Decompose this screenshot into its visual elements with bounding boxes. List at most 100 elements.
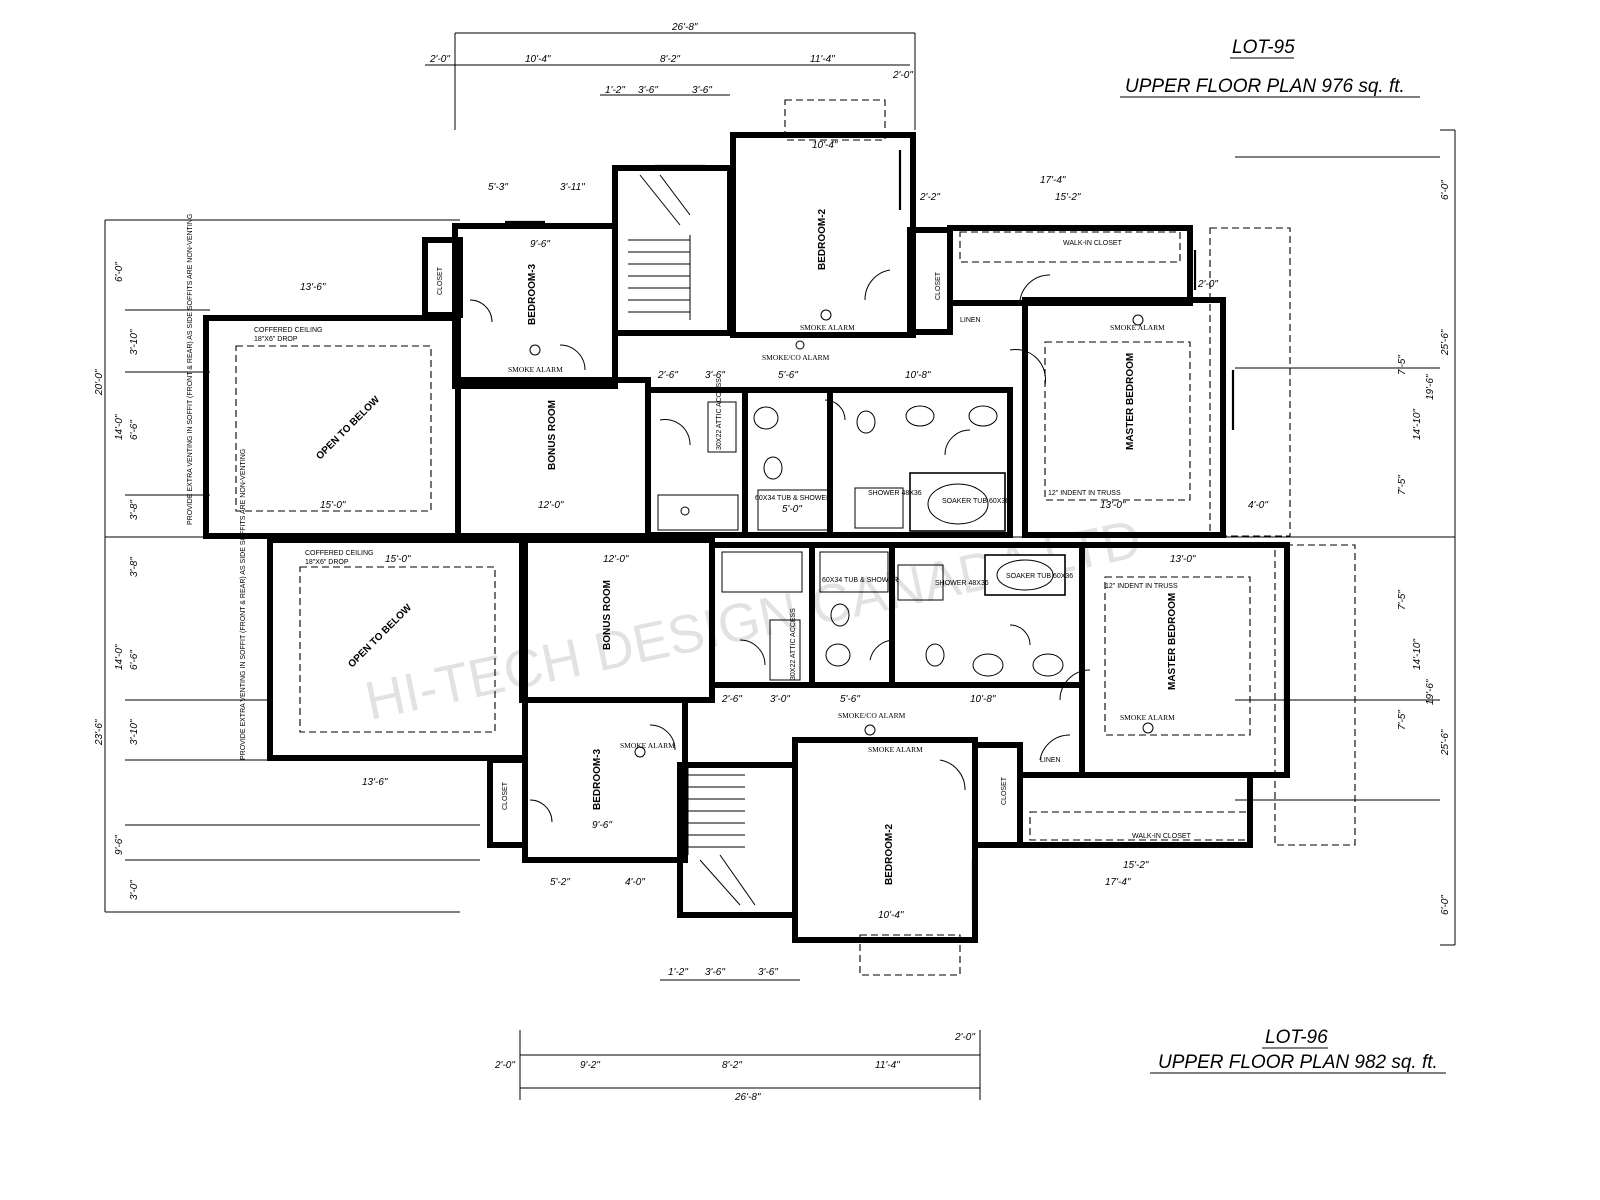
dim-right-t3: 19'-6"	[1425, 374, 1436, 400]
dim-right-b3: 19'-6"	[1425, 679, 1436, 705]
dim-top-d3: 8'-2"	[660, 54, 680, 65]
dim-left-b6: 9'-6"	[114, 835, 125, 855]
dim-top-c2: 2'-2"	[919, 192, 940, 203]
dims-top: 26'-8" 2'-0" 10'-4" 8'-2" 11'-4" 2'-0" 1…	[300, 22, 1268, 515]
dims-right: 6'-0" 25'-6" 19'-6" 7'-5" 14'-10" 7'-5" …	[1397, 180, 1451, 915]
lot95-drop: 18"X6" DROP	[254, 336, 298, 343]
dim-top-d5: 2'-0"	[892, 70, 913, 81]
lot95-smoke-alarm-1: SMOKE ALARM	[508, 365, 563, 374]
dim-bottom-b3w: 9'-6"	[592, 820, 612, 831]
lot96-labels: BEDROOM-2 BEDROOM-3 BONUS ROOM MASTER BE…	[240, 449, 1192, 885]
lot95-attic: 30X22 ATTIC ACCESS	[716, 378, 723, 450]
dim-bottom-bonus: 12'-0"	[603, 554, 629, 565]
dim-top-r2: 3'-11"	[560, 182, 585, 193]
dim-top-c1: 2'-0"	[1197, 279, 1218, 290]
dim-top-a4: 10'-8"	[905, 370, 931, 381]
dim-bottom-d2: 9'-2"	[580, 1060, 600, 1071]
lot95-smoke-symbols	[529, 309, 1144, 356]
dim-left-b5: 23'-6"	[94, 719, 105, 746]
dim-right-t5: 14'-10"	[1412, 409, 1423, 440]
dim-bottom-d4: 11'-4"	[875, 1060, 900, 1071]
dim-top-a2: 3'-6"	[705, 370, 725, 381]
dim-right-t4: 7'-5"	[1397, 355, 1408, 375]
dim-top-a1: 2'-6"	[657, 370, 678, 381]
dim-left-b3: 6'-6"	[129, 650, 140, 670]
dim-top-d2: 10'-4"	[525, 54, 551, 65]
lot95-soaker: SOAKER TUB 60X36	[942, 498, 1009, 505]
lot95-indent: 12" INDENT IN TRUSS	[1048, 490, 1121, 497]
lot95-closet-2: CLOSET	[935, 271, 942, 300]
lot96-smoke-alarm-2: SMOKE ALARM	[868, 745, 923, 754]
dim-right-b2: 14'-10"	[1412, 639, 1423, 670]
dim-bottom-mst1: 17'-4"	[1105, 877, 1131, 888]
dim-bottom-open2: 15'-0"	[385, 554, 411, 565]
lot96-smoke-co-alarm: SMOKE/CO ALARM	[838, 711, 906, 720]
dim-top-mst3: 13'-0"	[1100, 500, 1126, 511]
dim-top-c3: 4'-0"	[1248, 500, 1268, 511]
lot96-walkin-closet: WALK-IN CLOSET	[1132, 833, 1192, 840]
dim-top-mst1: 17'-4"	[1040, 175, 1066, 186]
dim-bottom-a2: 3'-0"	[770, 694, 790, 705]
dim-top-d4: 11'-4"	[810, 54, 835, 65]
lot95-shower: SHOWER 48X36	[868, 490, 922, 497]
lot95-smoke-alarm-2: SMOKE ALARM	[800, 323, 855, 332]
dim-left-t4: 14'-0"	[114, 414, 125, 440]
lot95-plan-label: UPPER FLOOR PLAN 976 sq. ft.	[1125, 76, 1405, 97]
lot95-label: LOT-95	[1232, 37, 1295, 58]
lot95-coffered: COFFERED CEILING	[254, 327, 322, 334]
lot96-venting-note: PROVIDE EXTRA VENTING IN SOFFIT (FRONT &…	[240, 449, 247, 760]
dim-right-b6: 6'-0"	[1440, 895, 1451, 915]
dim-bottom-r1: 5'-2"	[550, 877, 570, 888]
lot96-smoke-alarm-1: SMOKE ALARM	[620, 741, 675, 750]
lot95-tub: 60X34 TUB & SHOWER	[755, 495, 831, 502]
lot96-bedroom2: BEDROOM-2	[884, 823, 895, 885]
dim-top-r1: 5'-3"	[488, 182, 508, 193]
dim-left-b4: 3'-10"	[129, 719, 140, 745]
lot96-bedroom3: BEDROOM-3	[592, 748, 603, 810]
dim-right-b1: 7'-5"	[1397, 590, 1408, 610]
lot96-stairs	[687, 765, 756, 906]
dim-left-t2: 20'-0"	[94, 369, 105, 396]
dim-top-b3w: 9'-6"	[530, 239, 550, 250]
dim-bottom-bed2w: 10'-4"	[878, 910, 904, 921]
dim-top-s3: 3'-6"	[692, 85, 712, 96]
lot95-venting-note: PROVIDE EXTRA VENTING IN SOFFIT (FRONT &…	[187, 214, 194, 525]
lot95-bonus-room: BONUS ROOM	[547, 400, 558, 470]
dim-left-b7: 3'-0"	[129, 880, 140, 900]
lot96-indent: 12" INDENT IN TRUSS	[1105, 583, 1178, 590]
lot95-stairs	[628, 174, 691, 320]
lot95-walkin-closet: WALK-IN CLOSET	[1063, 240, 1123, 247]
dim-bottom-a4: 10'-8"	[970, 694, 996, 705]
dim-top-s1: 1'-2"	[605, 85, 625, 96]
dim-right-t1: 6'-0"	[1440, 180, 1451, 200]
lot96-soaker: SOAKER TUB 60X36	[1006, 573, 1073, 580]
lot95-smoke-co-alarm: SMOKE/CO ALARM	[762, 353, 830, 362]
extension-lines	[104, 32, 1456, 1100]
lot95-closet: CLOSET	[437, 266, 444, 295]
dim-top-bed2w: 10'-4"	[812, 140, 838, 151]
dim-bottom-s1: 1'-2"	[668, 967, 688, 978]
dim-bottom-d5: 2'-0"	[954, 1032, 975, 1043]
lot96-closet-2: CLOSET	[1001, 776, 1008, 805]
lot95-doors	[469, 269, 1051, 456]
title-lot95: LOT-95 UPPER FLOOR PLAN 976 sq. ft.	[1120, 37, 1420, 98]
lot95-linen: LINEN	[960, 317, 981, 324]
dim-right-t6: 7'-5"	[1397, 475, 1408, 495]
lot95-master-bedroom: MASTER BEDROOM	[1125, 353, 1136, 450]
lot96-smoke-alarm-3: SMOKE ALARM	[1120, 713, 1175, 722]
dim-left-b2: 14'-0"	[114, 644, 125, 670]
lot95-smoke-alarm-3: SMOKE ALARM	[1110, 323, 1165, 332]
dim-left-t6: 3'-8"	[129, 500, 140, 520]
dim-bottom-open1: 13'-6"	[362, 777, 388, 788]
dim-top-a5: 5'-0"	[782, 504, 802, 515]
dim-bottom-a1: 2'-6"	[721, 694, 742, 705]
dim-left-t3: 3'-10"	[129, 329, 140, 355]
dim-bottom-s3: 3'-6"	[758, 967, 778, 978]
lot95-labels: BEDROOM-2 BEDROOM-3 BONUS ROOM MASTER BE…	[187, 208, 1165, 525]
dim-right-t2: 25'-6"	[1440, 329, 1451, 356]
lot95-bedroom2: BEDROOM-2	[817, 208, 828, 270]
dim-left-b1: 3'-8"	[129, 557, 140, 577]
dim-right-b4: 7'-5"	[1397, 710, 1408, 730]
dim-bottom-mst2: 15'-2"	[1123, 860, 1149, 871]
